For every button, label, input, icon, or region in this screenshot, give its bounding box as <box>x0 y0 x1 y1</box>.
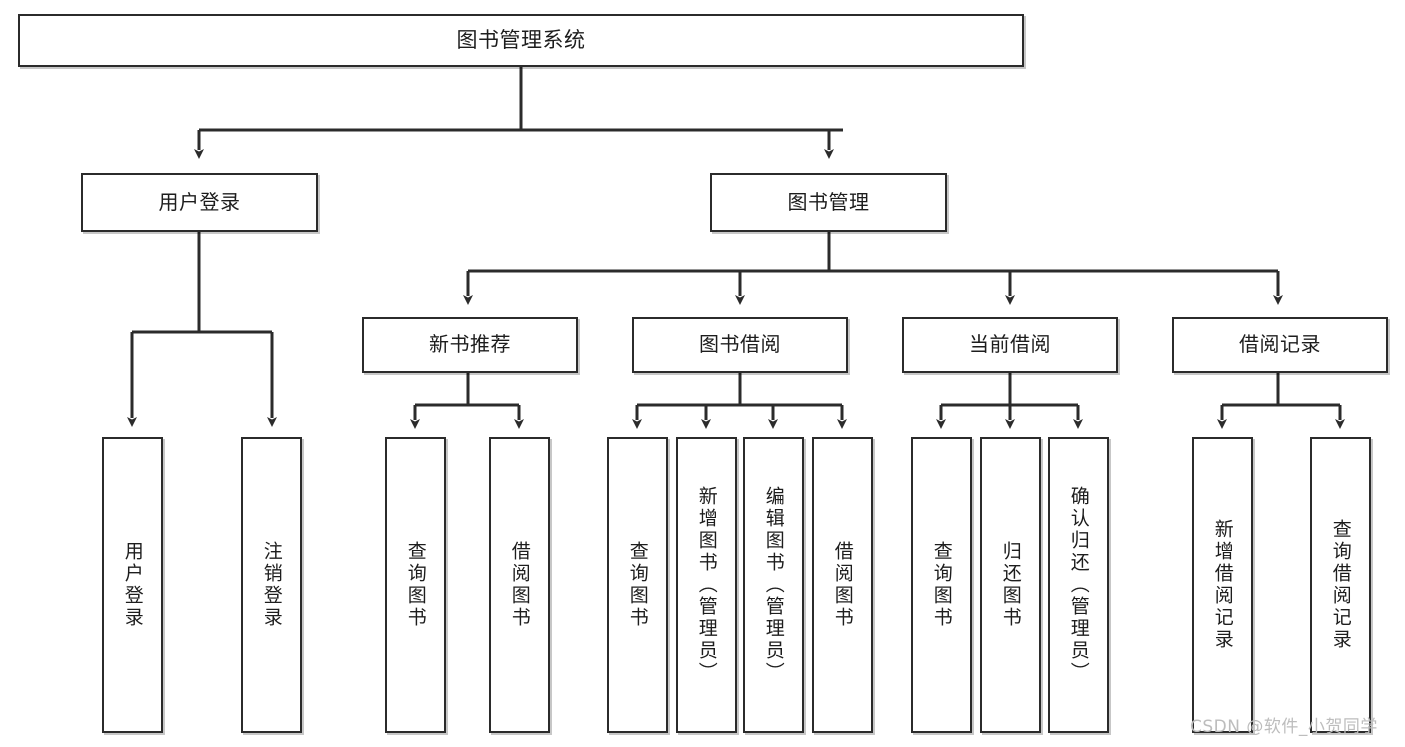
node-label: 用户登录 <box>158 189 241 214</box>
leaf-book-borrow-edit[interactable]: 编辑图书（管理员） <box>743 437 804 733</box>
node-label: 查询借阅记录 <box>1329 519 1352 651</box>
node-book-management[interactable]: 图书管理 <box>710 173 947 232</box>
node-label: 注销登录 <box>260 541 283 629</box>
node-label: 图书借阅 <box>699 332 781 357</box>
node-label: 编辑图书（管理员） <box>762 486 785 684</box>
node-borrow-record[interactable]: 借阅记录 <box>1172 317 1388 373</box>
node-label: 查询图书 <box>404 541 427 629</box>
leaf-user-login-logout[interactable]: 注销登录 <box>241 437 302 733</box>
node-label: 新书推荐 <box>429 332 511 357</box>
leaf-book-borrow-query[interactable]: 查询图书 <box>607 437 668 733</box>
node-label: 查询图书 <box>930 541 953 629</box>
node-label: 用户登录 <box>121 541 144 629</box>
leaf-borrow-record-add[interactable]: 新增借阅记录 <box>1192 437 1253 733</box>
node-label: 确认归还（管理员） <box>1067 486 1090 684</box>
node-label: 归还图书 <box>999 541 1022 629</box>
node-book-management-system[interactable]: 图书管理系统 <box>18 14 1024 67</box>
node-label: 图书管理系统 <box>456 28 586 53</box>
leaf-current-borrow-confirm-return[interactable]: 确认归还（管理员） <box>1048 437 1109 733</box>
leaf-borrow-record-query[interactable]: 查询借阅记录 <box>1310 437 1371 733</box>
leaf-user-login-login[interactable]: 用户登录 <box>102 437 163 733</box>
node-label: 新增借阅记录 <box>1211 519 1234 651</box>
node-label: 当前借阅 <box>969 332 1051 357</box>
node-label: 借阅记录 <box>1239 332 1321 357</box>
leaf-current-borrow-query[interactable]: 查询图书 <box>911 437 972 733</box>
node-current-borrow[interactable]: 当前借阅 <box>902 317 1118 373</box>
leaf-book-borrow-borrow[interactable]: 借阅图书 <box>812 437 873 733</box>
leaf-current-borrow-return[interactable]: 归还图书 <box>980 437 1041 733</box>
node-user-login[interactable]: 用户登录 <box>81 173 318 232</box>
node-book-borrow[interactable]: 图书借阅 <box>632 317 848 373</box>
node-new-book-recommend[interactable]: 新书推荐 <box>362 317 578 373</box>
leaf-new-book-borrow[interactable]: 借阅图书 <box>489 437 550 733</box>
node-label: 查询图书 <box>626 541 649 629</box>
csdn-watermark: CSDN @软件_小贺同学 <box>1190 717 1378 737</box>
node-label: 借阅图书 <box>831 541 854 629</box>
node-label: 借阅图书 <box>508 541 531 629</box>
leaf-new-book-query[interactable]: 查询图书 <box>385 437 446 733</box>
node-label: 新增图书（管理员） <box>695 486 718 684</box>
leaf-book-borrow-add[interactable]: 新增图书（管理员） <box>676 437 737 733</box>
node-label: 图书管理 <box>787 189 870 214</box>
